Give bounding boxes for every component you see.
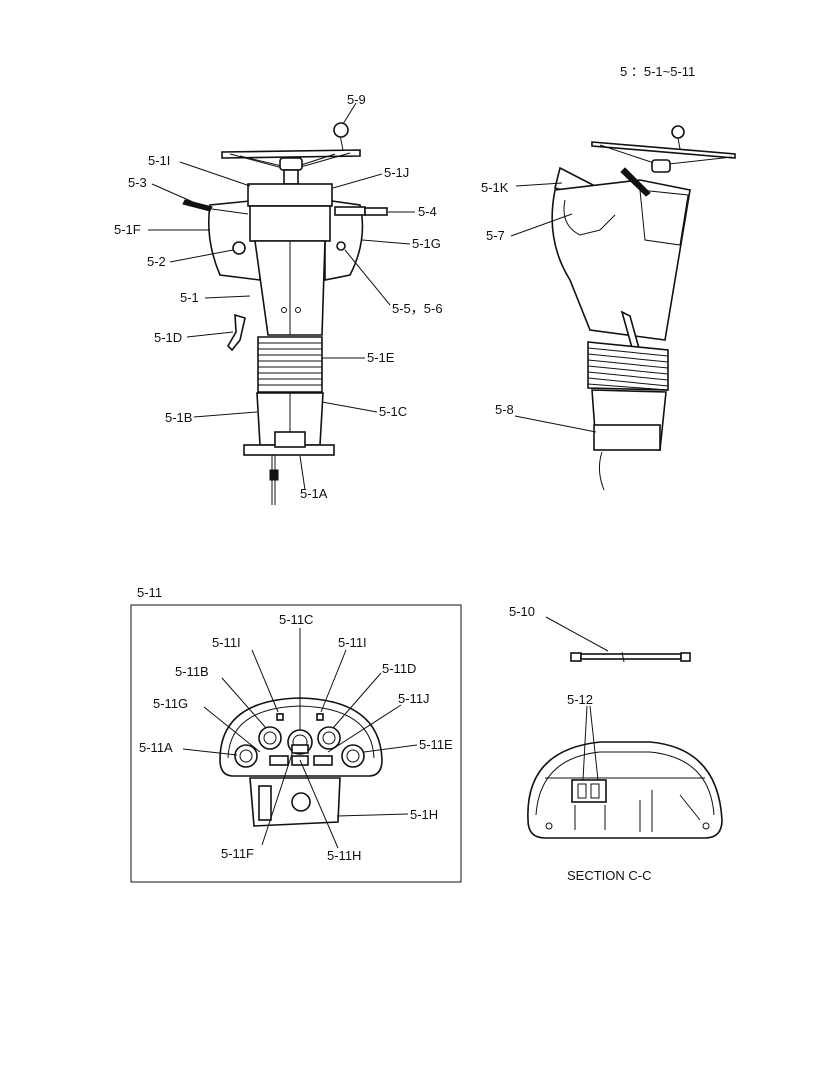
label-5-11J: 5-11J <box>398 691 430 706</box>
side-base <box>593 424 661 451</box>
label-5-1F: 5-1F <box>114 222 141 237</box>
label-5-10: 5-10 <box>509 604 535 619</box>
label-5-11G: 5-11G <box>153 696 188 711</box>
label-5-11I-left: 5-11I <box>212 635 241 650</box>
side-view: 5-1K 5-7 5-8 <box>481 125 736 491</box>
section-terminal <box>571 779 607 803</box>
label-5-1B: 5-1B <box>165 410 192 425</box>
label-5-3: 5-3 <box>128 175 147 190</box>
gauge-left <box>234 744 258 768</box>
lever-handle <box>182 199 213 212</box>
side-bellows <box>587 341 669 391</box>
bellows <box>257 336 323 393</box>
label-5-1A: 5-1A <box>300 486 328 501</box>
upper-head <box>247 183 333 207</box>
label-5-1C: 5-1C <box>379 404 407 419</box>
lamp-right <box>316 713 324 721</box>
gauge-right-upper <box>317 726 341 750</box>
label-5-1J: 5-1J <box>384 165 409 180</box>
label-5-2: 5-2 <box>147 254 166 269</box>
side-cover <box>207 199 261 281</box>
gauge-right <box>341 744 365 768</box>
sheet-header: 5 ：5-1~5-11 <box>620 64 695 79</box>
label-5-11B: 5-11B <box>175 664 209 679</box>
side-steering-wheel <box>591 141 736 159</box>
tilt-handle <box>227 313 246 352</box>
label-5-1K: 5-1K <box>481 180 509 195</box>
label-5-11I-right: 5-11I <box>338 635 367 650</box>
label-5-1H: 5-1H <box>410 807 438 822</box>
panel-title: 5-11 <box>137 585 162 600</box>
key-switch <box>232 241 246 255</box>
label-5-4: 5-4 <box>418 204 437 219</box>
section-housing <box>527 741 723 839</box>
label-5-5-5-6: 5-5，5-6 <box>392 301 443 316</box>
lamp-left <box>276 713 284 721</box>
indicator-switch <box>336 241 346 251</box>
gas-strut: 5-10 <box>509 604 691 663</box>
label-5-11H: 5-11H <box>327 848 361 863</box>
switch-left <box>269 755 289 766</box>
label-5-11E: 5-11E <box>419 737 453 752</box>
label-5-7: 5-7 <box>486 228 505 243</box>
switch-right <box>313 755 333 766</box>
steering-wheel <box>221 122 361 185</box>
label-5-1I: 5-1I <box>148 153 170 168</box>
section-caption: SECTION C-C <box>567 868 652 883</box>
label-5-1G: 5-1G <box>412 236 441 251</box>
label-5-1E: 5-1E <box>367 350 395 365</box>
label-5-1D: 5-1D <box>154 330 182 345</box>
label-5-11C: 5-11C <box>279 612 313 627</box>
front-view: 5-9 5-1I 5-1J 5-3 5-4 5-1F 5-1G 5-2 5-1 … <box>114 92 443 505</box>
gauge-left-upper <box>258 726 282 750</box>
panel-frame <box>130 604 462 883</box>
label-5-9: 5-9 <box>347 92 366 107</box>
label-5-11D: 5-11D <box>382 661 416 676</box>
label-5-1: 5-1 <box>180 290 199 305</box>
label-5-11F: 5-11F <box>221 846 254 861</box>
instrument-panel: 5-11C 5-11I 5-11I 5-11B 5-11D 5-11G 5-11… <box>139 612 453 863</box>
section-c-c: 5-12 SECTION C-C <box>527 692 723 883</box>
label-5-12: 5-12 <box>567 692 593 707</box>
switch-center-upper <box>291 744 309 754</box>
label-5-11A: 5-11A <box>139 740 173 755</box>
label-5-8: 5-8 <box>495 402 514 417</box>
